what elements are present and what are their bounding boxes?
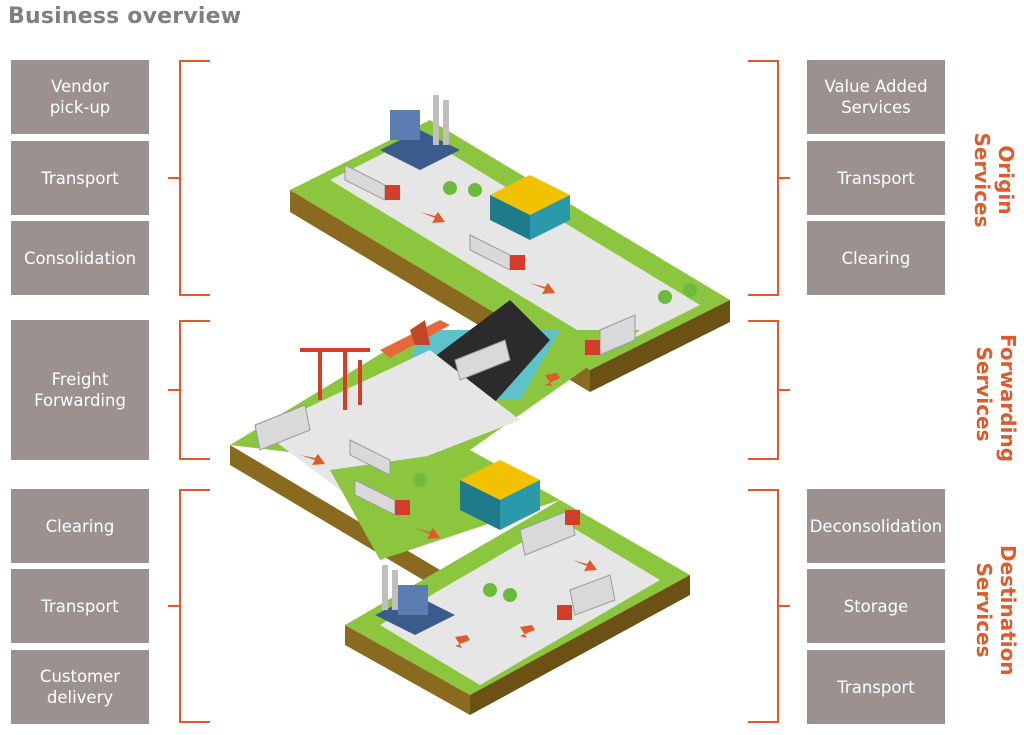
box-transport-destination-left: Transport	[11, 569, 149, 643]
container-icon	[254, 404, 311, 451]
box-value-added-services: Value Added Services	[807, 60, 945, 134]
ship-icon	[454, 339, 511, 381]
bracket-origin-left	[168, 60, 210, 296]
truck-icon	[354, 479, 410, 516]
truck-icon	[344, 164, 400, 201]
destination-platform	[330, 450, 690, 715]
arrow-icon	[300, 212, 597, 648]
box-storage: Storage	[807, 569, 945, 643]
box-vendor-pickup: Vendor pick-up	[11, 60, 149, 134]
bracket-destination-left	[168, 489, 210, 723]
warehouse-icon	[460, 460, 540, 530]
box-transport-origin-right: Transport	[807, 141, 945, 215]
airplane-icon	[380, 320, 450, 358]
box-transport-destination-right: Transport	[807, 650, 945, 724]
bracket-forwarding-left	[168, 320, 210, 460]
truck-icon	[519, 509, 580, 556]
factory-icon	[375, 565, 455, 635]
box-clearing-destination: Clearing	[11, 489, 149, 563]
box-consolidation: Consolidation	[11, 221, 149, 295]
crane-icon	[300, 348, 370, 410]
brackets	[168, 60, 790, 723]
box-freight-forwarding: Freight Forwarding	[11, 320, 149, 460]
box-deconsolidation: Deconsolidation	[807, 489, 945, 563]
bracket-origin-right	[748, 60, 790, 296]
bracket-forwarding-right	[748, 320, 790, 460]
container-icon	[349, 439, 391, 476]
truck-icon	[585, 314, 636, 356]
box-clearing-origin: Clearing	[807, 221, 945, 295]
tree-icon	[413, 181, 697, 602]
bracket-destination-right	[748, 489, 790, 723]
truck-icon	[557, 574, 616, 620]
truck-icon	[469, 234, 525, 271]
warehouse-icon	[490, 175, 570, 240]
factory-icon	[380, 95, 460, 170]
box-customer-delivery: Customer delivery	[11, 650, 149, 724]
page-title: Business overview	[8, 4, 242, 29]
box-transport-origin-left: Transport	[11, 141, 149, 215]
